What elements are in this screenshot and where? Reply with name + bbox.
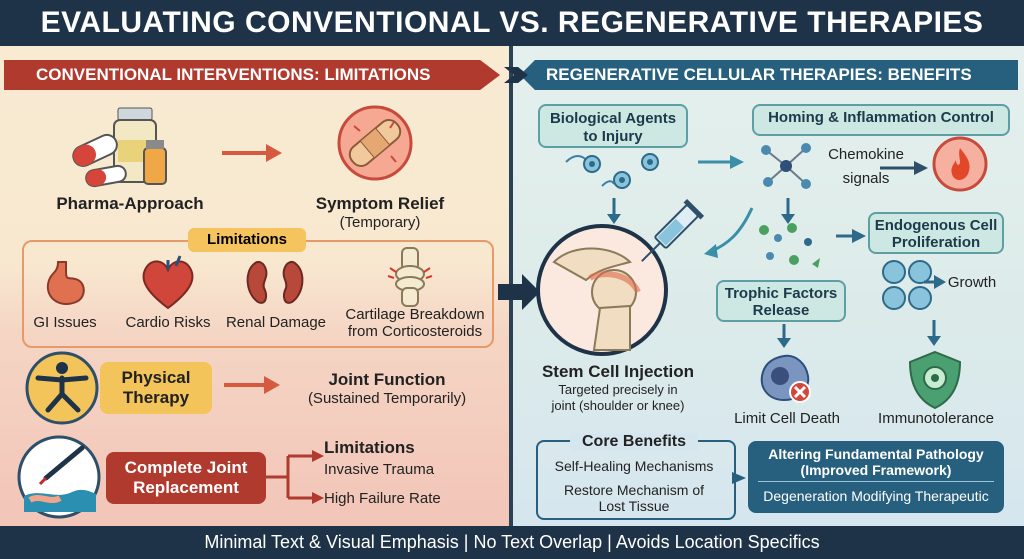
growth-label: Growth [947, 274, 997, 291]
stomach-icon [46, 261, 85, 305]
high-failure-rate-label: High Failure Rate [324, 490, 441, 507]
trophic-label2: Release [752, 302, 810, 319]
bandage-icon [337, 105, 413, 181]
immunotolerance-label: Immunotolerance [878, 410, 994, 427]
self-healing-label: Self-Healing Mechanisms [554, 458, 714, 474]
limit-cell-death-label: Limit Cell Death [734, 410, 840, 427]
left-header: CONVENTIONAL INTERVENTIONS: LIMITATIONS [4, 60, 500, 90]
sustained-label: (Sustained Temporarily) [307, 390, 467, 407]
inflammation-flame-icon [932, 136, 988, 192]
arrow-right-icon [732, 472, 746, 484]
heart-icon [142, 255, 194, 310]
chemokine-label: Chemokine [828, 146, 904, 163]
arrow-right-icon [222, 144, 282, 162]
stem-cell-injection-label: Stem Cell Injection [541, 362, 695, 381]
endogenous-label1: Endogenous Cell [874, 217, 998, 234]
altering-pathology-box: Altering Fundamental Pathology (Improved… [748, 441, 1004, 513]
knee-joint-icon [387, 247, 433, 307]
right-header: REGENERATIVE CELLULAR THERAPIES: BENEFIT… [520, 60, 1018, 90]
targeted-label1: Targeted precisely in [558, 382, 678, 397]
pharma-approach-label: Pharma-Approach [56, 194, 204, 213]
renal-damage-label: Renal Damage [225, 314, 327, 331]
branch-arrow-icon [266, 450, 324, 504]
trophic-label1: Trophic Factors [724, 285, 838, 302]
cartilage-breakdown-label: Cartilage Breakdown [345, 306, 485, 323]
arrow-right-icon [836, 229, 866, 243]
dying-cell-icon [760, 354, 811, 403]
arrow-right-icon [698, 155, 744, 169]
joint-function-label: Joint Function [328, 370, 446, 389]
cell-cluster-icon [882, 260, 932, 310]
arrow-down-icon [777, 324, 791, 348]
physical-therapy-box: Physical Therapy [100, 362, 212, 414]
connector-arrow-icon [498, 274, 540, 310]
arrow-right-icon [880, 161, 928, 175]
molecule-network-icon [761, 143, 811, 189]
complete-joint-replacement-box: Complete Joint Replacement [106, 452, 266, 504]
gi-issues-label: GI Issues [33, 314, 97, 331]
arrow-down-icon [927, 320, 941, 346]
arrow-right-icon [924, 275, 946, 289]
cjr-limitations-title: Limitations [324, 438, 415, 457]
biological-agents-box: Biological Agents to Injury [538, 104, 688, 148]
surgery-scalpel-icon [17, 435, 101, 519]
invasive-trauma-label: Invasive Trauma [324, 461, 435, 478]
curved-arrow-icon [704, 207, 754, 258]
core-benefits-title: Core Benefits [570, 433, 698, 451]
endogenous-label2: Proliferation [891, 234, 981, 251]
corticosteroids-label: from Corticosteroids [347, 323, 483, 340]
physical-therapy-label2: Therapy [122, 388, 190, 407]
homing-box: Homing & Inflammation Control [752, 104, 1010, 136]
signals-label: signals [842, 170, 890, 187]
cjr-label1: Complete Joint [124, 458, 248, 477]
bio-agents-label1: Biological Agents [549, 110, 677, 127]
endogenous-box: Endogenous Cell Proliferation [868, 212, 1004, 254]
temporary-label: (Temporary) [339, 214, 421, 231]
kidney-icon [246, 261, 304, 304]
restore-mechanism-label2: Lost Tissue [598, 498, 670, 514]
cjr-label2: Replacement [133, 478, 239, 497]
arrow-right-icon [224, 376, 280, 394]
shoulder-joint-icon [536, 224, 668, 356]
exercise-person-icon [25, 351, 99, 425]
bio-agents-label2: to Injury [583, 128, 643, 145]
altering-label2: (Improved Framework) [800, 462, 952, 478]
arrow-down-icon [607, 198, 621, 224]
degeneration-label: Degeneration Modifying Therapeutic [763, 488, 989, 504]
footer-caption: Minimal Text & Visual Emphasis | No Text… [0, 526, 1024, 559]
restore-mechanism-label1: Restore Mechanism of [563, 482, 705, 498]
arrow-down-icon [781, 198, 795, 224]
pill-bottle-icon [72, 107, 167, 188]
syringe-icon [641, 198, 705, 262]
migrating-cells-icon [565, 153, 659, 189]
page-title: EVALUATING CONVENTIONAL VS. REGENERATIVE… [0, 0, 1024, 46]
trophic-factors-box: Trophic Factors Release [716, 280, 846, 322]
header-arrow-icon [504, 67, 528, 83]
limitations-tag: Limitations [188, 228, 306, 252]
symptom-relief-label: Symptom Relief [315, 194, 445, 213]
altering-label1: Altering Fundamental Pathology [768, 446, 984, 462]
shield-icon [908, 350, 962, 410]
physical-therapy-label1: Physical [121, 368, 191, 387]
trophic-molecules-icon [759, 223, 820, 268]
targeted-label2: joint (shoulder or knee) [551, 398, 685, 413]
cardio-risks-label: Cardio Risks [125, 314, 211, 331]
